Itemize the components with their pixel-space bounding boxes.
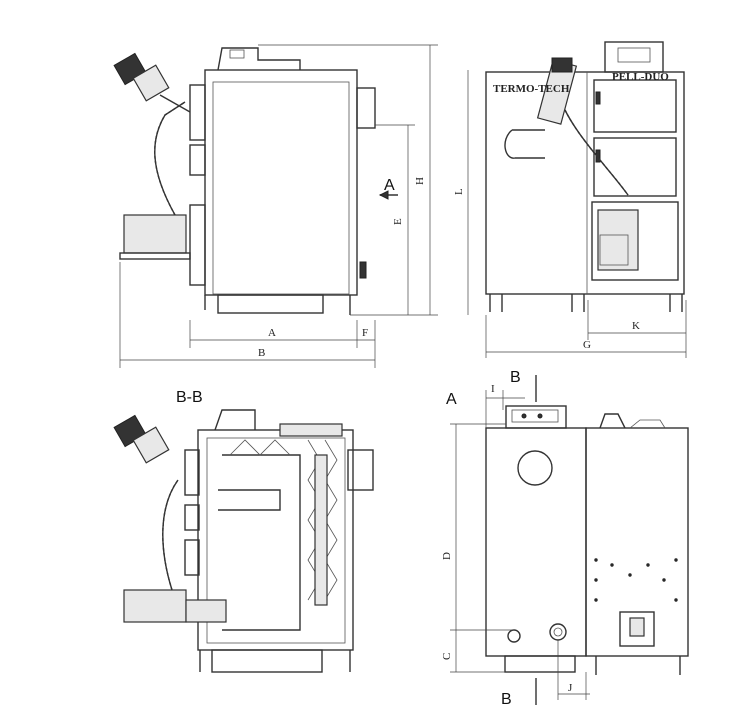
dim-K: K [632,320,640,332]
dim-L: L [453,188,465,195]
dim-H: H [414,177,426,185]
front-body [485,71,685,295]
dim-J: J [568,682,573,694]
dim-I: I [491,383,495,395]
dim-D: D [441,552,453,560]
dim-E: E [392,218,404,225]
brand-label: TERMO-TECH [493,83,570,95]
model-label: PELL-DUO [612,71,669,83]
side-view [113,44,438,368]
section-title: B-B [176,389,203,406]
front-view [467,41,687,358]
side-body [204,69,358,296]
arrow-label-A: A [384,177,395,194]
rear-body-left [485,427,587,657]
rear-label-A: A [446,391,457,408]
section-view [113,409,374,673]
dim-B: B [258,347,265,359]
burner-unit [123,214,187,254]
rear-view [450,375,689,705]
dim-C: C [441,653,453,660]
dim-A: A [268,327,276,339]
section-mark-B-bottom: B [501,691,512,708]
section-mark-B-top: B [510,369,521,386]
dim-G: G [583,339,591,351]
rear-body-right [585,427,689,657]
dim-F: F [362,327,368,339]
